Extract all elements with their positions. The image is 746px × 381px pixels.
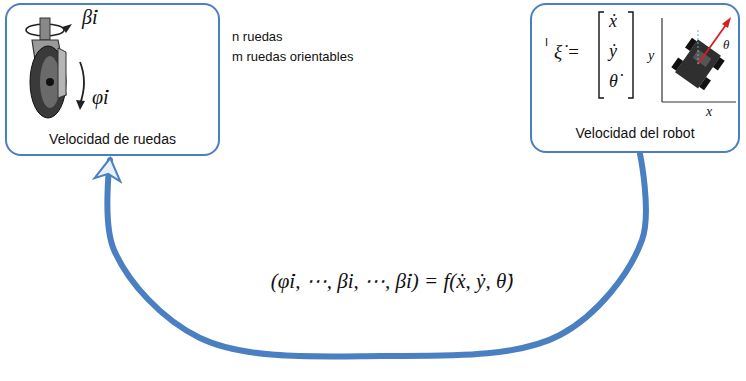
diagram-label: I — [545, 36, 548, 48]
diagram-label: ξ̇ = — [554, 42, 580, 63]
caster-wheel — [26, 18, 85, 118]
diagram-label: y — [648, 48, 654, 63]
diagram-label: ẋ — [609, 12, 617, 32]
box-caption: Velocidad de ruedas — [49, 131, 176, 147]
diagram-label: θ̇ — [609, 72, 618, 92]
diagram-label: φ̇i — [92, 86, 109, 108]
curved-arrow — [107, 154, 646, 357]
diagram-label: n ruedas — [232, 30, 283, 44]
diagram-label: x — [706, 104, 712, 119]
kinematic-equation: (φ̇i, ⋯, βi, ⋯, β̇i) = f(ẋ, ẏ, θ̇) — [267, 268, 517, 295]
diagram-label: ẏ — [609, 42, 617, 62]
diagram-label: m ruedas orientables — [232, 50, 353, 64]
matrix-bracket — [599, 12, 633, 98]
diagram-label: β̇i — [82, 6, 98, 28]
robot-illustration — [662, 17, 736, 102]
box-caption: Velocidad del robot — [575, 125, 694, 141]
velocity-box: Velocidad del robot — [530, 3, 740, 153]
velocity-box: Velocidad de ruedas — [5, 3, 220, 156]
diagram-label: θ — [723, 38, 729, 52]
